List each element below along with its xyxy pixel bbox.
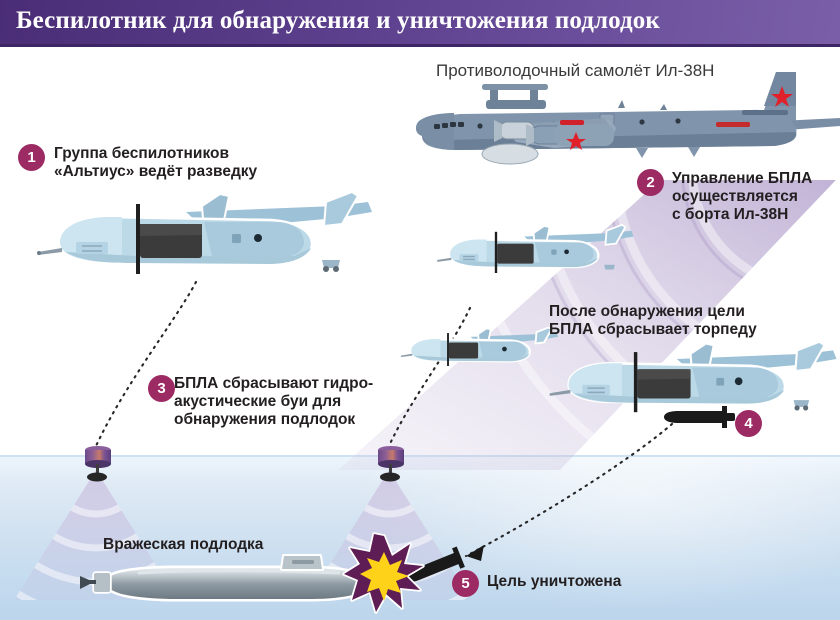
altius-uav-mid [437, 223, 634, 273]
torpedo-striking [403, 546, 465, 583]
step-3-line-1: БПЛА сбрасывают гидро- [174, 375, 374, 392]
il38n-caption: Противолодочный самолёт Ил-38Н [436, 61, 715, 80]
step-3-line-2: акустические буи для [174, 392, 342, 410]
torpedo-path-arrow [466, 545, 484, 561]
buoy-drop-path-left [94, 280, 198, 448]
torpedo-path [464, 422, 674, 558]
step-1-text: Группа беспилотников «Альтиус» ведёт раз… [54, 145, 257, 181]
step-2-badge: 2 [637, 169, 664, 196]
step-5-text: Цель уничтожена [487, 573, 622, 590]
altius-uav-small [400, 326, 559, 366]
torpedo-drop-note: После обнаружения цели БПЛА сбрасывает т… [549, 303, 757, 339]
buoy-drop-path-right [387, 306, 472, 448]
step-1-line-2: «Альтиус» ведёт разведку [54, 162, 258, 180]
sonobuoy-right [378, 446, 404, 482]
step-3-text: БПЛА сбрасывают гидро- акустические буи … [174, 375, 373, 429]
altius-uav-large [37, 190, 372, 274]
step-2-line-3: с борта Ил-38Н [672, 205, 789, 223]
torpedo-drop-line-2: БПЛА сбрасывает торпеду [549, 320, 757, 338]
step-3-line-3: обнаружения подлодок [174, 410, 356, 428]
step-4-badge: 4 [735, 410, 762, 437]
torpedo-drop-line-1: После обнаружения цели [549, 303, 745, 320]
step-1-line-1: Группа беспилотников [54, 145, 229, 162]
step-5-badge: 5 [452, 570, 479, 597]
enemy-submarine-label: Вражеская подлодка [103, 536, 264, 553]
page-title: Беспилотник для обнаружения и уничтожени… [16, 7, 660, 34]
explosion-burst [342, 532, 425, 614]
step-2-line-1: Управление БПЛА [672, 170, 813, 187]
header-bar: Беспилотник для обнаружения и уничтожени… [0, 0, 840, 44]
sonobuoy-left [85, 446, 111, 482]
step-3-badge: 3 [148, 375, 175, 402]
step-1-badge: 1 [18, 144, 45, 171]
step-2-line-2: осуществляется [672, 187, 798, 205]
altius-uav-torpedo [549, 340, 837, 413]
enemy-submarine [80, 554, 377, 602]
header-underline [0, 44, 840, 47]
step-2-text: Управление БПЛА осуществляется с борта И… [672, 170, 812, 224]
il38n-aircraft [415, 72, 840, 165]
torpedo-dropped [664, 406, 735, 428]
